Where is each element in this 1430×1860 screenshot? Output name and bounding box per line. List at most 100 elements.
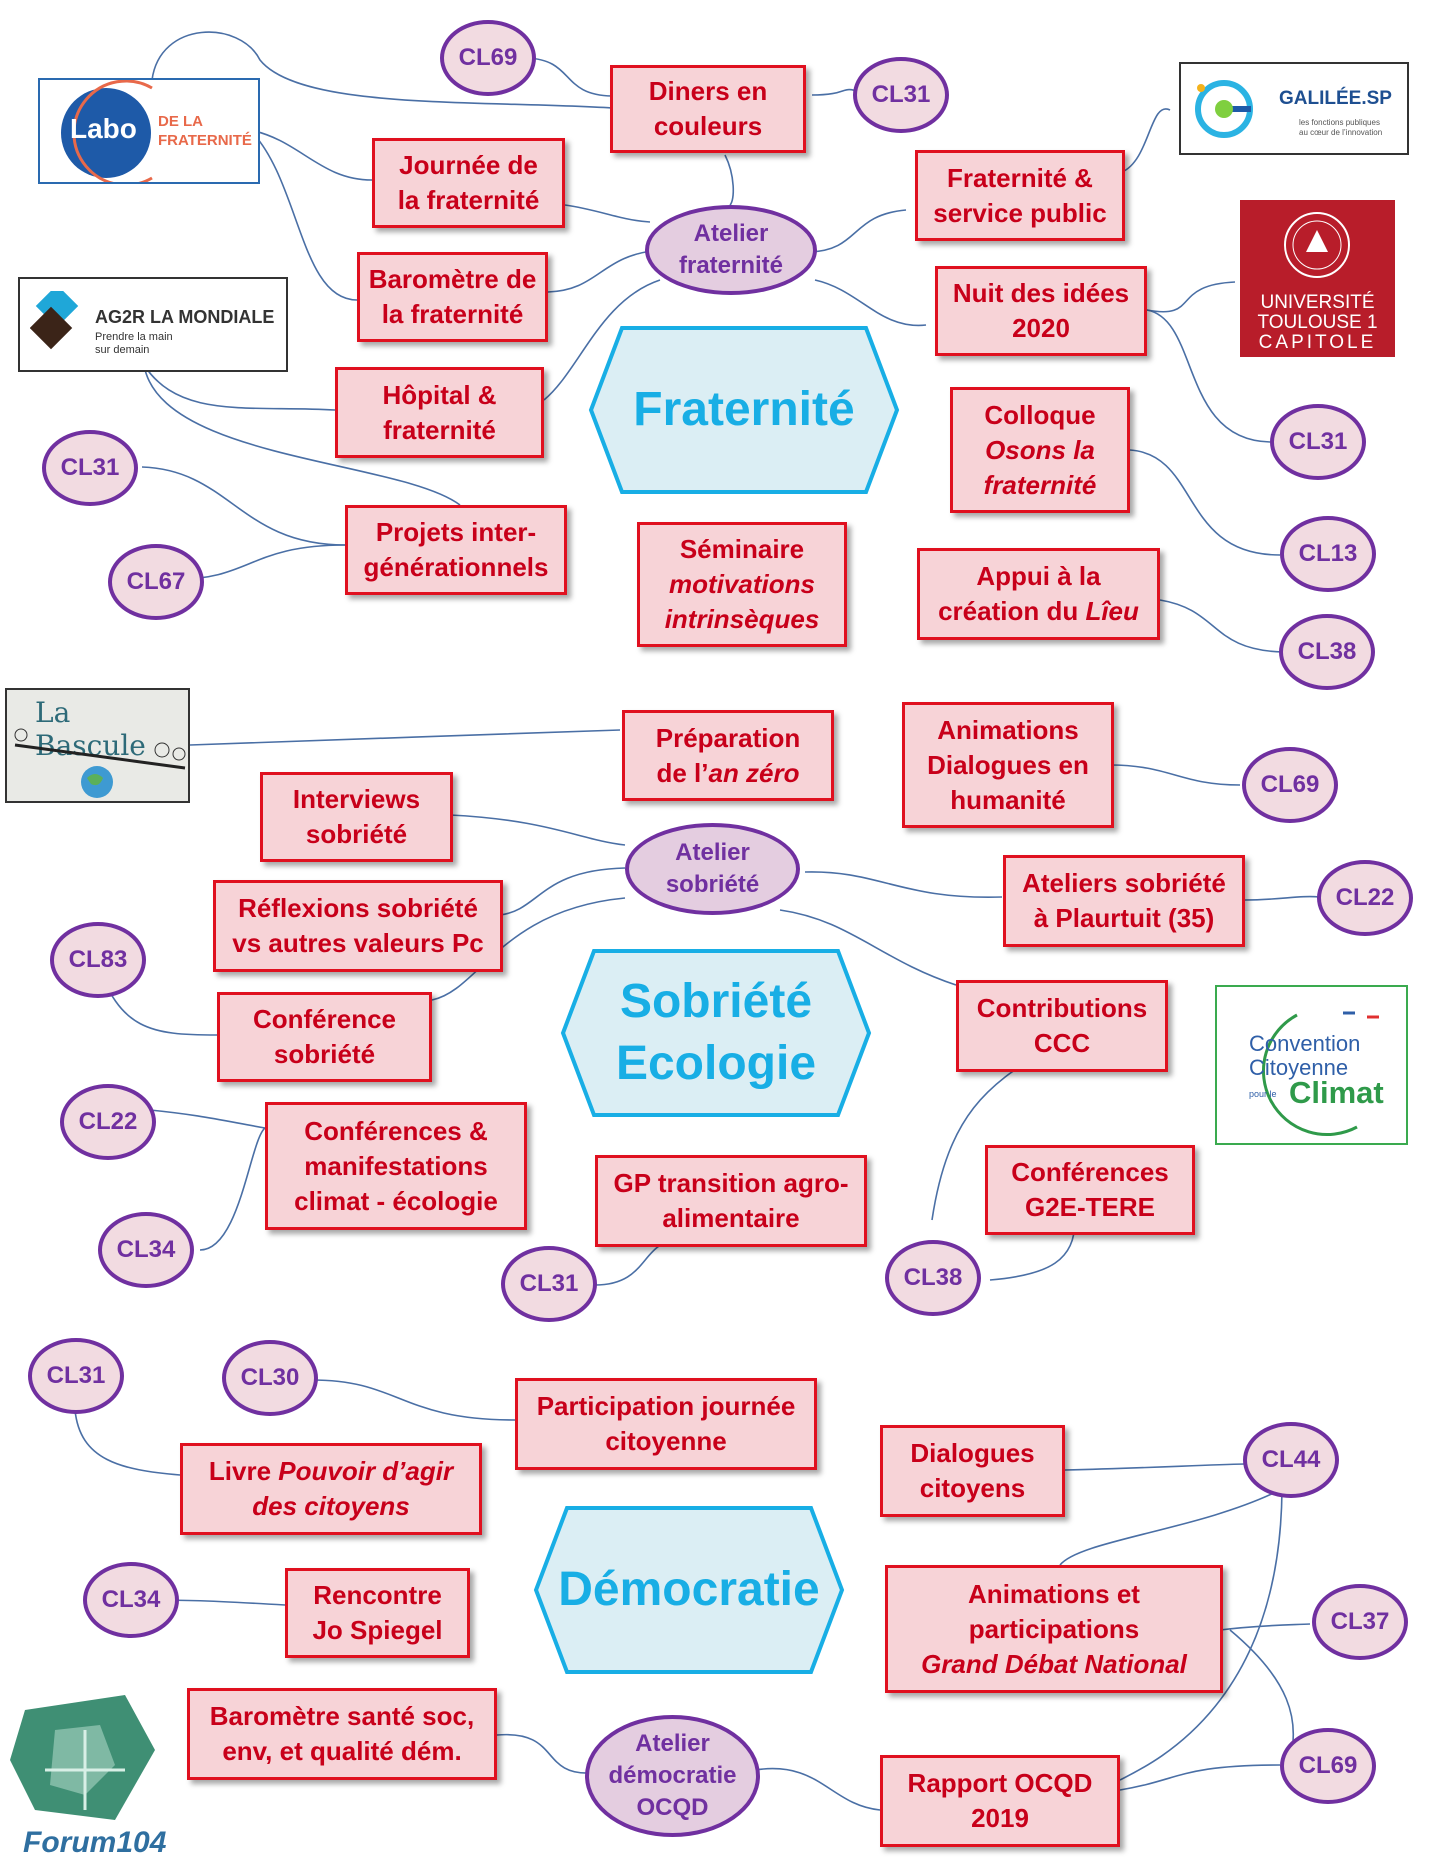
link [779, 909, 957, 986]
box-reflexions-sobriete: Réflexions sobriété vs autres valeurs Pc [213, 880, 503, 972]
badge-cl38-bottom: CL38 [885, 1240, 981, 1316]
box-interviews-line-2: sobriété [305, 819, 408, 849]
badge-cl69-top: CL69 [440, 20, 536, 96]
badge-cl69-democratie: CL69 [1280, 1728, 1376, 1804]
ut1-line-2: TOULOUSE 1 [1257, 312, 1378, 333]
box-barometre-fraternite: Baromètre de la fraternité [357, 252, 548, 342]
box-participation-journee: Participation journée citoyenne [515, 1378, 817, 1470]
ccc-line-3: pour le [1249, 1089, 1277, 1099]
link [543, 279, 661, 401]
atelier-fraternite-line-2: fraternité [678, 252, 784, 279]
link [143, 364, 461, 506]
box-rapport-ocqd: Rapport OCQD 2019 [880, 1755, 1120, 1847]
link [547, 249, 661, 293]
badge-cl34-sobriete: CL34 [98, 1212, 194, 1288]
box-g2e-line-1: Conférences [1011, 1157, 1169, 1187]
la-bascule-logo: La Bascule [5, 688, 190, 803]
link [754, 1767, 881, 1811]
link [199, 1127, 266, 1251]
atelier-fraternite-line-1: Atelier [693, 220, 769, 247]
box-frat-service-line-1: Fraternité & [947, 162, 1093, 193]
box-rapport-line-1: Rapport OCQD [907, 1768, 1093, 1798]
link [1109, 764, 1241, 786]
forum104-name: Forum104 [23, 1826, 167, 1859]
box-interviews-line-1: Interviews [292, 784, 421, 814]
link [814, 279, 927, 327]
ag2r-tagline-2: sur demain [95, 344, 150, 356]
badge-cl38-top: CL38 [1279, 614, 1375, 690]
box-conferences-climat-line-1: Conférences & [304, 1115, 488, 1146]
link [449, 814, 626, 846]
link [149, 1109, 266, 1129]
box-preparation-an-zero: Préparation de l’an zéro [622, 710, 834, 801]
galilee-logo: GALILÉE.SP les fonctions publiques au cœ… [1179, 62, 1409, 155]
link [74, 1409, 181, 1476]
box-diners-en-couleurs: Diners en couleurs [610, 65, 806, 153]
badge-cl30: CL30 [222, 1340, 318, 1416]
box-journee-line-1: Journée de [399, 150, 538, 180]
link [526, 57, 613, 97]
box-seminaire: Séminaire motivations intrinsèques [637, 522, 847, 647]
atelier-democratie-line-3: OCQD [636, 1794, 709, 1821]
link [1121, 108, 1171, 173]
badge-cl13: CL13 [1280, 516, 1376, 592]
badge-cl31-left: CL31 [42, 430, 138, 506]
box-conferences-climat: Conférences & manifestations climat - éc… [265, 1102, 527, 1230]
box-ateliers-plaurtuit: Ateliers sobriété à Plaurtuit (35) [1003, 855, 1245, 947]
atelier-sobriete-line-1: Atelier [675, 839, 750, 866]
box-appui-line-1: Appui à la [976, 561, 1101, 591]
box-participation-line-2: citoyenne [605, 1426, 727, 1456]
theme-fraternite-label: Fraternité [633, 383, 855, 436]
box-plaurtuit-line-1: Ateliers sobriété [1022, 868, 1226, 898]
link [809, 209, 907, 253]
box-gdn-line-1: Animations et [968, 1578, 1140, 1609]
link [724, 154, 735, 206]
box-interviews-sobriete: Interviews sobriété [260, 772, 453, 862]
link [499, 867, 626, 916]
link [143, 364, 336, 411]
box-participation-line-1: Participation journée [536, 1391, 796, 1421]
link [141, 466, 346, 546]
box-journee-line-2: la fraternité [397, 185, 540, 215]
box-dialogues-citoyens: Dialogues citoyens [880, 1425, 1065, 1517]
galilee-tagline-2: au cœur de l’innovation [1299, 128, 1383, 137]
link [1229, 1629, 1295, 1761]
box-conferences-climat-line-3: climat - écologie [294, 1185, 498, 1216]
badge-cl83: CL83 [50, 922, 146, 998]
box-animations-gdn: Animations et participations Grand Débat… [885, 1565, 1223, 1693]
atelier-democratie: Atelier démocratie OCQD [585, 1715, 760, 1837]
labo-fraternite-logo: Labo DE LA FRATERNITÉ [38, 78, 260, 184]
link [496, 1733, 591, 1774]
box-conference-sobriete-line-1: Conférence [252, 1004, 397, 1034]
ag2r-tagline-1: Prendre la main [95, 331, 173, 343]
box-barometre-frat-line-2: la fraternité [381, 299, 524, 329]
box-rapport-line-2: 2019 [971, 1803, 1029, 1833]
link [804, 871, 1003, 898]
box-animations-dialogues-line-1: Animations [937, 714, 1079, 745]
atelier-sobriete-line-2: sobriété [665, 871, 760, 898]
box-nuit-line-1: Nuit des idées [952, 278, 1130, 308]
box-conferences-climat-line-2: manifestations [304, 1150, 488, 1181]
box-reflexions-line-1: Réflexions sobriété [238, 893, 478, 923]
box-dialogues-citoyens-line-1: Dialogues [910, 1438, 1035, 1468]
box-diners-line-1: Diners en [648, 76, 768, 106]
box-seminaire-line-2: motivations [669, 569, 815, 599]
badge-cl22-right: CL22 [1317, 860, 1413, 936]
box-rencontre-line-2: Jo Spiegel [312, 1615, 443, 1645]
badge-cl34-democratie: CL34 [83, 1562, 179, 1638]
labo-fraternite: FRATERNITÉ [158, 132, 252, 149]
link [1064, 1463, 1246, 1471]
link [564, 204, 651, 223]
badge-cl67: CL67 [108, 544, 204, 620]
box-barometre-sante-line-1: Baromètre santé soc, [209, 1701, 475, 1731]
theme-democratie: Démocratie [533, 1505, 845, 1675]
box-animations-dialogues-line-3: humanité [950, 784, 1066, 815]
box-conference-sobriete-line-2: sobriété [273, 1039, 376, 1069]
ccc-line-2: Citoyenne [1249, 1055, 1349, 1080]
box-seminaire-line-1: Séminaire [679, 534, 805, 564]
atelier-sobriete: Atelier sobriété [625, 823, 800, 915]
box-barometre-frat-line-1: Baromètre de [368, 264, 537, 294]
box-dialogues-citoyens-line-2: citoyens [919, 1473, 1026, 1503]
theme-fraternite: Fraternité [588, 325, 900, 495]
box-rencontre-jo-spiegel: Rencontre Jo Spiegel [285, 1568, 470, 1658]
